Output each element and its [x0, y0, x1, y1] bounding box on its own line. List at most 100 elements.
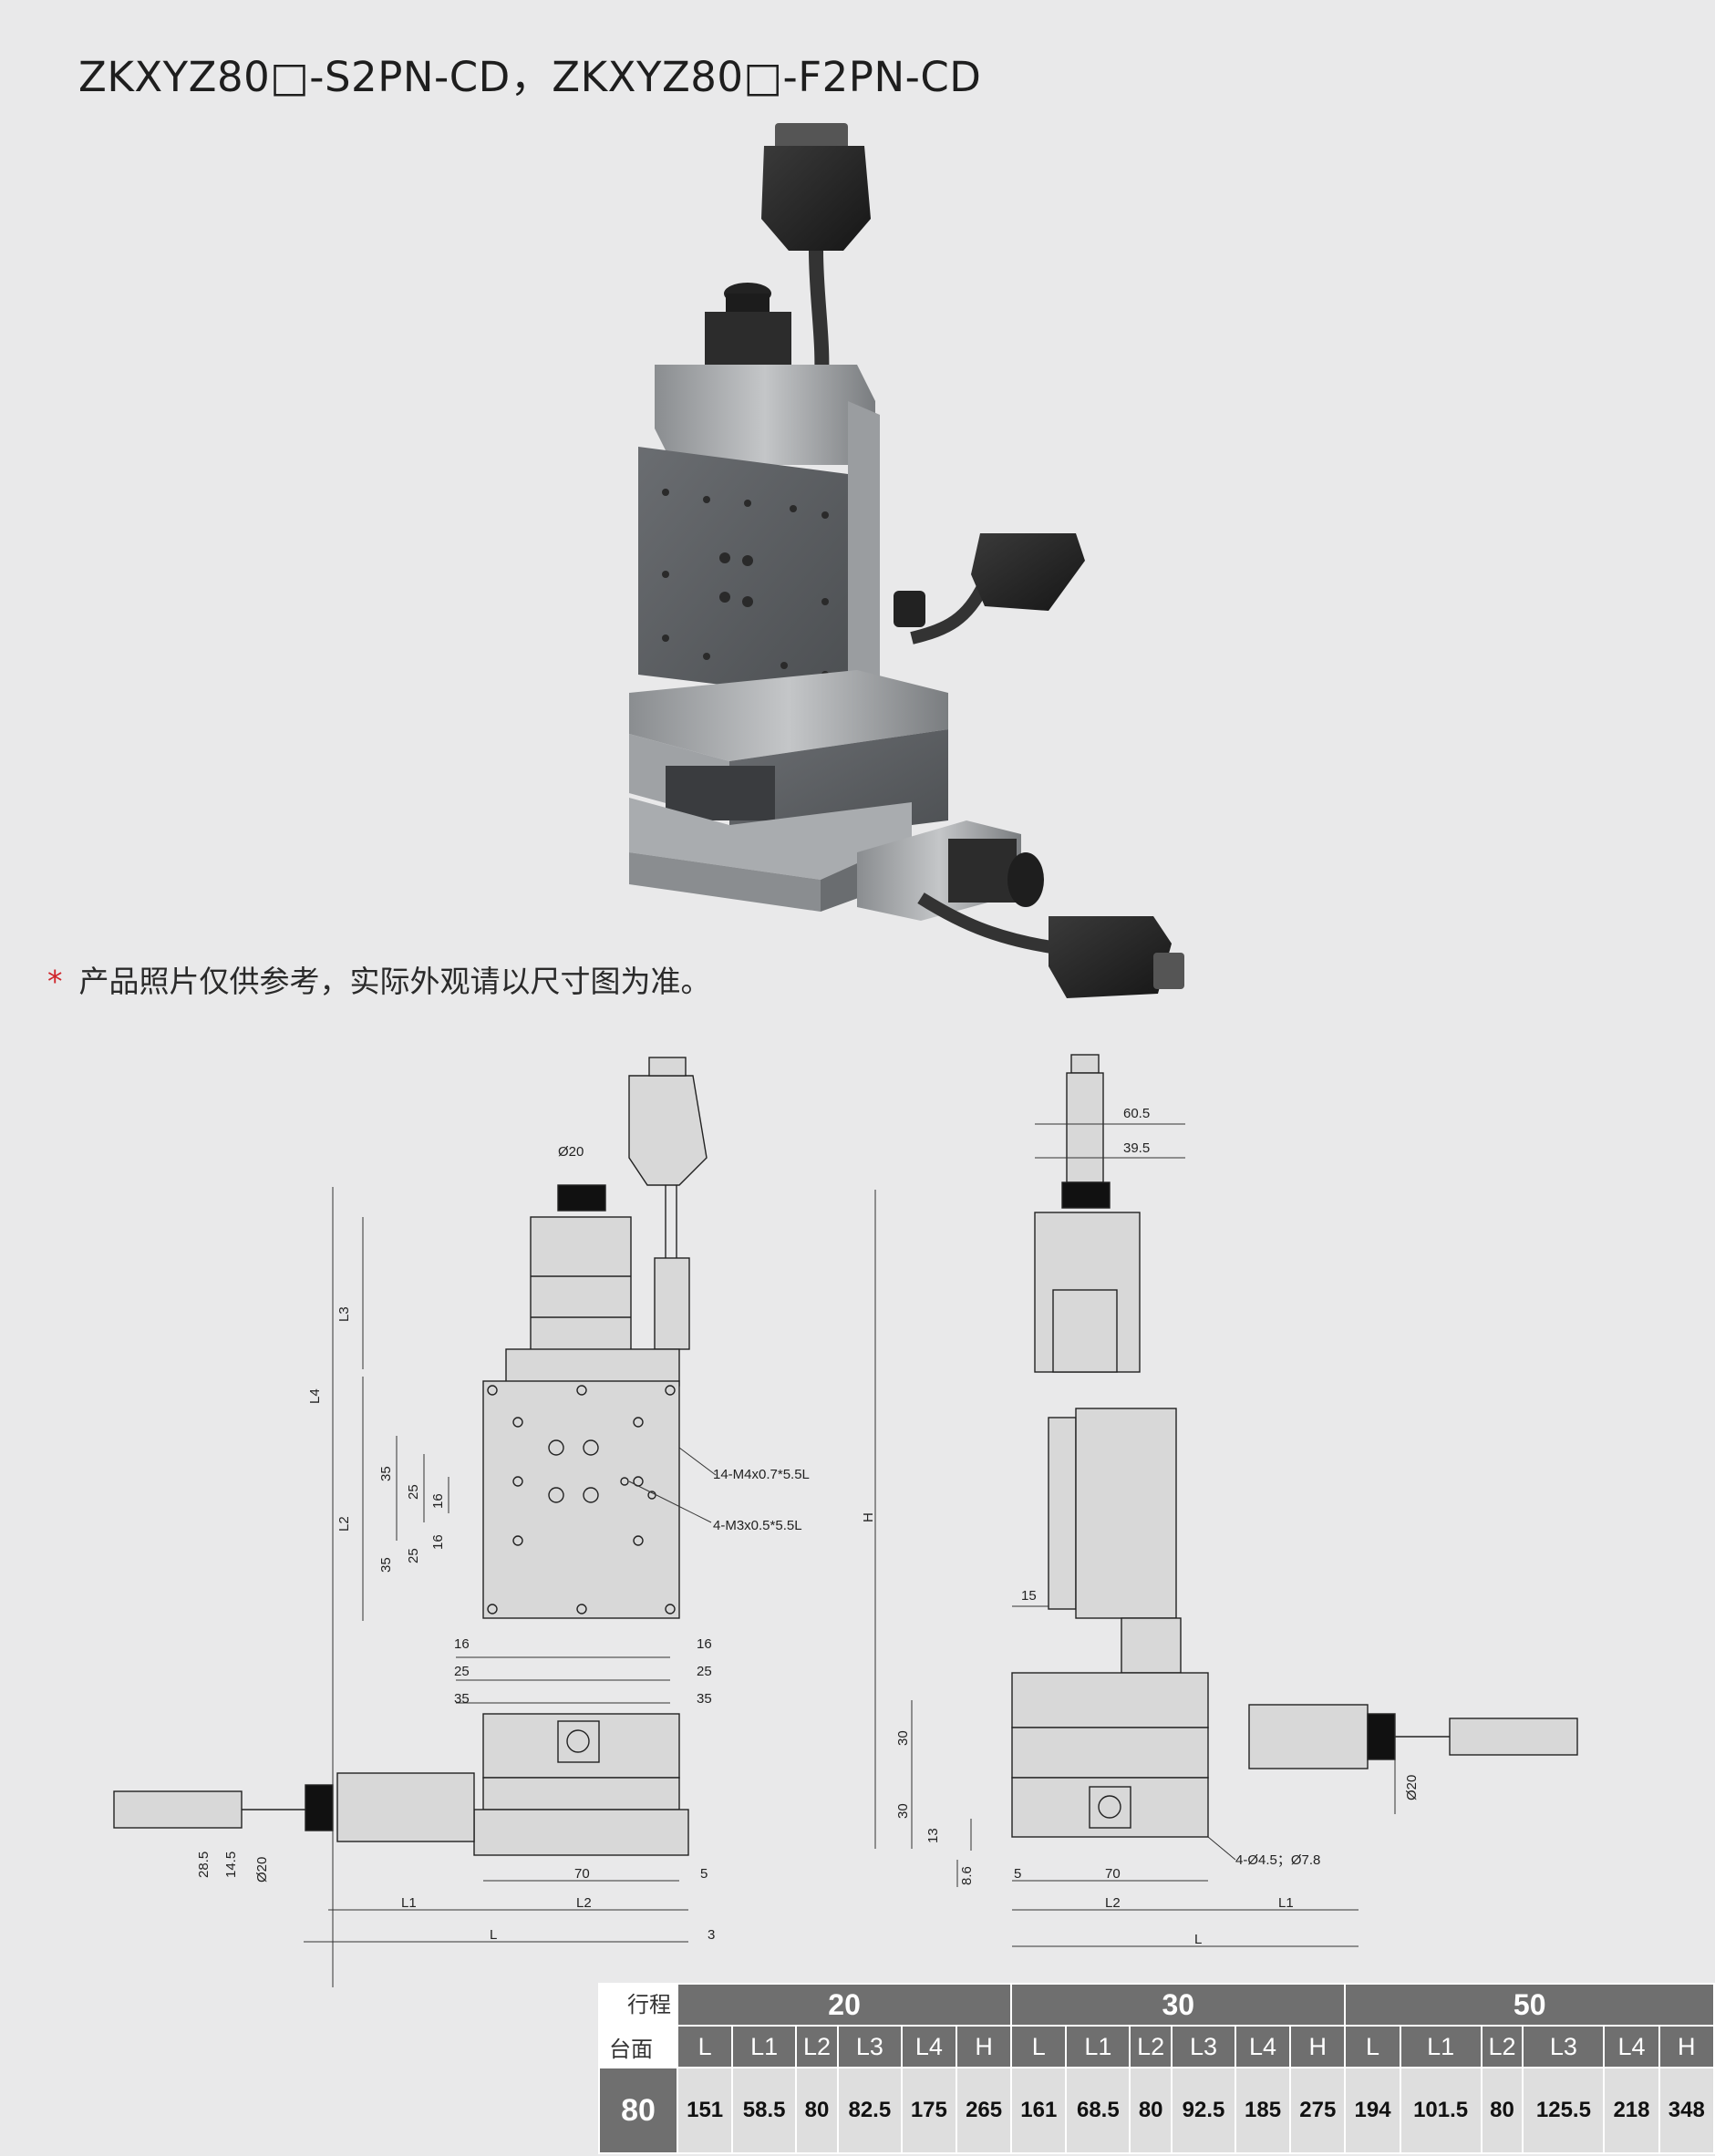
fv-motor [530, 1216, 632, 1355]
stroke-header-20: 20 [676, 1983, 1013, 2027]
table-cell: 80 [795, 2067, 839, 2154]
col-header: L [1010, 2025, 1068, 2068]
col-header: L1 [731, 2025, 798, 2068]
fv-z-plate [482, 1380, 680, 1619]
dim-L-front: L [490, 1927, 497, 1943]
dim-25-right: 25 [697, 1664, 712, 1679]
dim-L1-side: L1 [1278, 1895, 1294, 1911]
dim-5-side: 5 [1014, 1866, 1021, 1882]
corner-label-stroke: 行程 [627, 1993, 671, 2017]
corner-label-table: 台面 [609, 2037, 653, 2062]
label-hole14: 14-M4x0.7*5.5L [713, 1467, 810, 1482]
col-header: L3 [836, 2025, 903, 2068]
dim-L3: L3 [336, 1306, 352, 1322]
table-row: 80 151 58.5 80 82.5 175 265 161 68.5 80 … [598, 2067, 1715, 2154]
col-header: L [676, 2025, 734, 2068]
dim-phi20-knob: Ø20 [558, 1144, 584, 1160]
dim-14_5: 14.5 [223, 1852, 239, 1878]
technical-drawing: Ø20 L3 L4 L2 35 35 25 25 16 16 14-M4x0.7… [113, 123, 1578, 1987]
dim-L2-side: L2 [1105, 1895, 1121, 1911]
dim-39_5: 39.5 [1123, 1140, 1150, 1156]
table-cell: 125.5 [1522, 2067, 1606, 2154]
col-header: L4 [1234, 2025, 1292, 2068]
table-cell: 92.5 [1171, 2067, 1236, 2154]
dim-8_6: 8.6 [959, 1866, 975, 1885]
col-header: L2 [1480, 2025, 1524, 2068]
note-star: * [47, 964, 63, 999]
table-cell: 194 [1344, 2067, 1401, 2154]
z-plate [638, 447, 848, 700]
col-header: H [1289, 2025, 1347, 2068]
motor-x [948, 839, 1017, 903]
dim-60_5: 60.5 [1123, 1106, 1150, 1121]
table-cell: 68.5 [1065, 2067, 1131, 2154]
label-hole4phi: 4-Ø4.5；Ø7.8 [1235, 1852, 1320, 1868]
stroke-header-30: 30 [1010, 1983, 1347, 2027]
cable-right [910, 580, 991, 645]
table-cell: 218 [1603, 2067, 1660, 2154]
fv-dimensions [304, 1187, 717, 1987]
table-cell: 101.5 [1399, 2067, 1483, 2154]
dim-L2-bottom-front: L2 [576, 1895, 592, 1911]
dim-L2-front: L2 [336, 1516, 352, 1532]
col-header: L1 [1399, 2025, 1483, 2068]
col-header: L4 [1603, 2025, 1660, 2068]
dim-70-side: 70 [1105, 1866, 1121, 1882]
product-photo [629, 123, 1184, 998]
page-title: ZKXYZ80□-S2PN-CD，ZKXYZ80□-F2PN-CD [78, 53, 982, 101]
dim-35-top: 35 [378, 1466, 394, 1481]
spec-table: 行程 台面 20 30 50 L L1 L2 L3 L4 H L L1 L2 L… [598, 1983, 1715, 2154]
note-text: 产品照片仅供参考，实际外观请以尺寸图为准。 [78, 964, 711, 999]
stroke-header-50: 50 [1344, 1983, 1715, 2027]
dim-25-bottom: 25 [406, 1548, 421, 1563]
dim-15: 15 [1021, 1588, 1037, 1604]
dim-5-front: 5 [700, 1866, 708, 1882]
sv-dimensions [874, 1123, 1396, 1947]
dim-70-front: 70 [574, 1866, 590, 1882]
col-header: L3 [1522, 2025, 1606, 2068]
dim-3: 3 [708, 1927, 715, 1943]
table-cell: 80 [1480, 2067, 1524, 2154]
y-table [629, 670, 948, 761]
cable-x [917, 892, 1059, 954]
dim-phi20-x: Ø20 [254, 1857, 270, 1883]
table-cell: 185 [1234, 2067, 1292, 2154]
dim-35-right: 35 [697, 1691, 712, 1707]
side-view [1011, 1054, 1578, 1838]
z-bracket [655, 365, 875, 465]
dim-30-bottom: 30 [895, 1803, 911, 1819]
table-cell: 275 [1289, 2067, 1347, 2154]
dim-H: H [861, 1512, 876, 1522]
row-label-80: 80 [598, 2067, 678, 2154]
connector-top-plug [775, 123, 848, 150]
col-header: L [1344, 2025, 1401, 2068]
dim-25-top: 25 [406, 1484, 421, 1500]
col-header: H [1658, 2025, 1715, 2068]
table-cell: 161 [1010, 2067, 1068, 2154]
connector-x [1049, 916, 1172, 998]
dim-35-left: 35 [454, 1691, 470, 1707]
col-header: L2 [795, 2025, 839, 2068]
table-cell: 175 [900, 2067, 957, 2154]
dim-phi20-side: Ø20 [1404, 1775, 1420, 1800]
col-header: L1 [1065, 2025, 1131, 2068]
connector-right [971, 533, 1085, 611]
dim-16-top: 16 [430, 1493, 446, 1509]
disclaimer-note: * 产品照片仅供参考，实际外观请以尺寸图为准。 [47, 957, 711, 1001]
fv-connector [628, 1075, 708, 1186]
table-cell: 151 [676, 2067, 734, 2154]
dim-25-left: 25 [454, 1664, 470, 1679]
fv-side-motor [336, 1772, 475, 1842]
table-cell: 58.5 [731, 2067, 798, 2154]
front-view [113, 1057, 708, 1856]
dim-13: 13 [925, 1828, 941, 1843]
dim-30-top: 30 [895, 1730, 911, 1746]
dim-35-bottom: 35 [378, 1557, 394, 1573]
x-table [629, 798, 912, 880]
spec-corner-cell: 行程 台面 [598, 1983, 678, 2068]
table-cell: 265 [955, 2067, 1013, 2154]
sv-side-motor [1248, 1704, 1369, 1769]
y-window [666, 766, 775, 820]
dim-L4: L4 [307, 1388, 323, 1404]
knob-x [1007, 852, 1044, 907]
